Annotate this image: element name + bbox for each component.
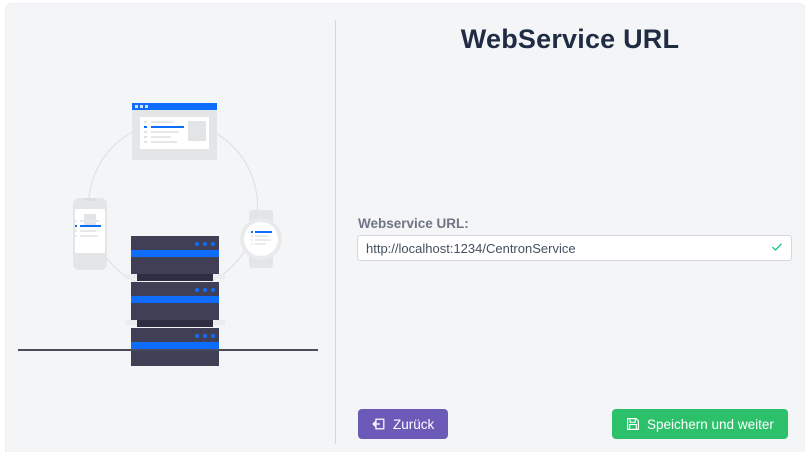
form-panel: WebService URL Webservice URL: Zurück Sp… bbox=[335, 4, 805, 452]
watch-bullet bbox=[251, 235, 253, 237]
browser-titlebar bbox=[132, 103, 217, 110]
save-and-continue-button[interactable]: Speichern und weiter bbox=[612, 409, 788, 439]
server-led-icon bbox=[211, 334, 215, 338]
browser-bullet bbox=[144, 141, 147, 143]
phone-notch bbox=[84, 198, 96, 201]
server-foot bbox=[125, 274, 137, 279]
phone-bullet bbox=[75, 220, 77, 222]
server-foot bbox=[125, 320, 137, 325]
browser-content bbox=[140, 117, 209, 149]
browser-dot-icon bbox=[140, 105, 143, 108]
back-button[interactable]: Zurück bbox=[358, 409, 449, 439]
browser-text-line bbox=[151, 121, 173, 123]
smartphone-illustration bbox=[73, 198, 107, 270]
phone-text-line-active bbox=[80, 225, 101, 227]
ground-line-decoration bbox=[18, 349, 318, 351]
watch-text-line-active bbox=[255, 231, 272, 233]
watch-text-line bbox=[255, 235, 269, 237]
server-unit bbox=[131, 282, 219, 320]
server-led-icon bbox=[195, 242, 199, 246]
server-led-icon bbox=[203, 242, 207, 246]
server-led-icon bbox=[203, 288, 207, 292]
save-button-label: Speichern und weiter bbox=[647, 416, 774, 432]
server-led-icon bbox=[195, 334, 199, 338]
server-unit bbox=[131, 236, 219, 274]
phone-text-line bbox=[80, 230, 96, 232]
webservice-url-label: Webservice URL: bbox=[358, 216, 469, 231]
phone-text-line bbox=[80, 235, 98, 237]
server-stripe bbox=[131, 342, 219, 349]
browser-window-illustration bbox=[132, 103, 217, 160]
browser-bullet bbox=[144, 136, 147, 138]
illustration-panel bbox=[6, 4, 335, 452]
browser-text-line-active bbox=[151, 126, 184, 128]
sign-out-icon bbox=[372, 418, 385, 430]
watch-text-line bbox=[255, 243, 266, 245]
browser-text-line bbox=[151, 131, 179, 133]
wizard-page-card: WebService URL Webservice URL: Zurück Sp… bbox=[6, 4, 805, 452]
server-foot bbox=[213, 320, 225, 325]
server-led-icon bbox=[211, 242, 215, 246]
browser-bullet bbox=[144, 131, 147, 133]
webservice-url-field-group bbox=[357, 235, 792, 261]
server-stripe bbox=[131, 250, 219, 257]
browser-bullet bbox=[144, 121, 147, 123]
back-button-label: Zurück bbox=[393, 416, 435, 432]
server-led-icon bbox=[203, 334, 207, 338]
server-led-icon bbox=[211, 288, 215, 292]
browser-image-placeholder bbox=[188, 121, 206, 141]
watch-bullet bbox=[251, 243, 253, 245]
browser-text-line bbox=[151, 136, 171, 138]
panel-divider bbox=[335, 20, 336, 444]
server-foot bbox=[213, 274, 225, 279]
phone-bullet-active bbox=[75, 225, 77, 227]
browser-dot-icon bbox=[145, 105, 148, 108]
server-led-icon bbox=[195, 288, 199, 292]
server-rack-gap bbox=[137, 319, 213, 327]
watch-bullet-active bbox=[251, 231, 253, 233]
floppy-save-icon bbox=[627, 418, 639, 430]
phone-text-line bbox=[80, 220, 99, 222]
server-unit bbox=[131, 328, 219, 366]
watch-text-line bbox=[255, 239, 271, 241]
browser-dot-icon bbox=[135, 105, 138, 108]
phone-bullet bbox=[75, 230, 77, 232]
browser-text-line bbox=[151, 141, 177, 143]
watch-bullet bbox=[251, 239, 253, 241]
phone-image-placeholder bbox=[84, 214, 96, 225]
server-rack-gap bbox=[137, 273, 213, 281]
page-title: WebService URL bbox=[460, 24, 680, 54]
server-stripe bbox=[131, 296, 219, 303]
webservice-url-input[interactable] bbox=[357, 235, 792, 261]
phone-bullet bbox=[75, 235, 77, 237]
browser-bullet-active bbox=[144, 126, 147, 128]
